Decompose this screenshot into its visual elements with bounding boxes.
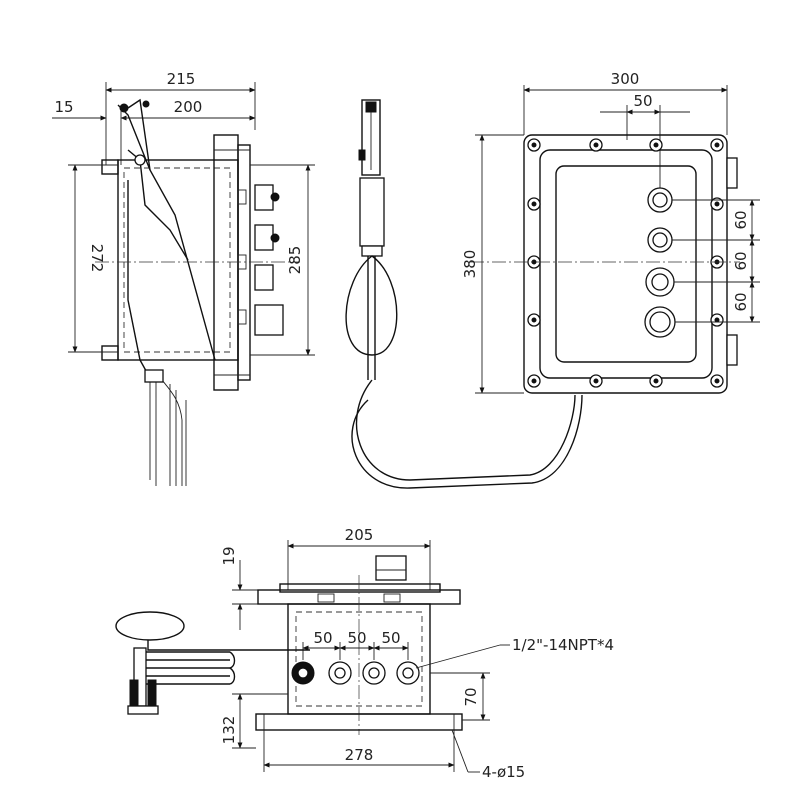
dim-entry-pitch-2: 60 xyxy=(732,251,750,270)
mount-holes-callout: 4-ø15 xyxy=(482,763,525,781)
dim-base-width: 278 xyxy=(345,746,374,764)
side-view: 215 200 15 xyxy=(52,70,315,486)
dim-entry-spacing-2: 50 xyxy=(347,629,366,647)
bottom-view: 205 19 50 50 50 xyxy=(115,526,614,781)
dim-mount-height: 272 xyxy=(88,244,106,273)
dim-base-height: 132 xyxy=(220,716,238,745)
dim-lid-thickness: 19 xyxy=(220,546,238,565)
enclosure-bolts xyxy=(527,138,724,388)
dim-flange: 15 xyxy=(54,98,73,116)
dim-front-width: 300 xyxy=(611,70,640,88)
front-entries xyxy=(644,187,676,338)
bottom-entries xyxy=(291,661,420,685)
dim-overall-width: 215 xyxy=(167,70,196,88)
dim-entry-height: 70 xyxy=(462,687,480,706)
entry-callout: 1/2"-14NPT*4 xyxy=(512,636,614,654)
dim-top-width: 205 xyxy=(345,526,374,544)
dim-entry-pitch-1: 60 xyxy=(732,210,750,229)
dim-height: 285 xyxy=(286,246,304,275)
dim-entry-spacing-3: 50 xyxy=(381,629,400,647)
front-view: 300 50 xyxy=(461,70,760,394)
dim-body-depth: 200 xyxy=(174,98,203,116)
dim-entry-spacing-1: 50 xyxy=(313,629,332,647)
dim-front-height: 380 xyxy=(461,250,479,279)
dim-entry-offset: 50 xyxy=(633,92,652,110)
dim-entry-pitch-3: 60 xyxy=(732,292,750,311)
probe-assembly xyxy=(345,99,583,489)
